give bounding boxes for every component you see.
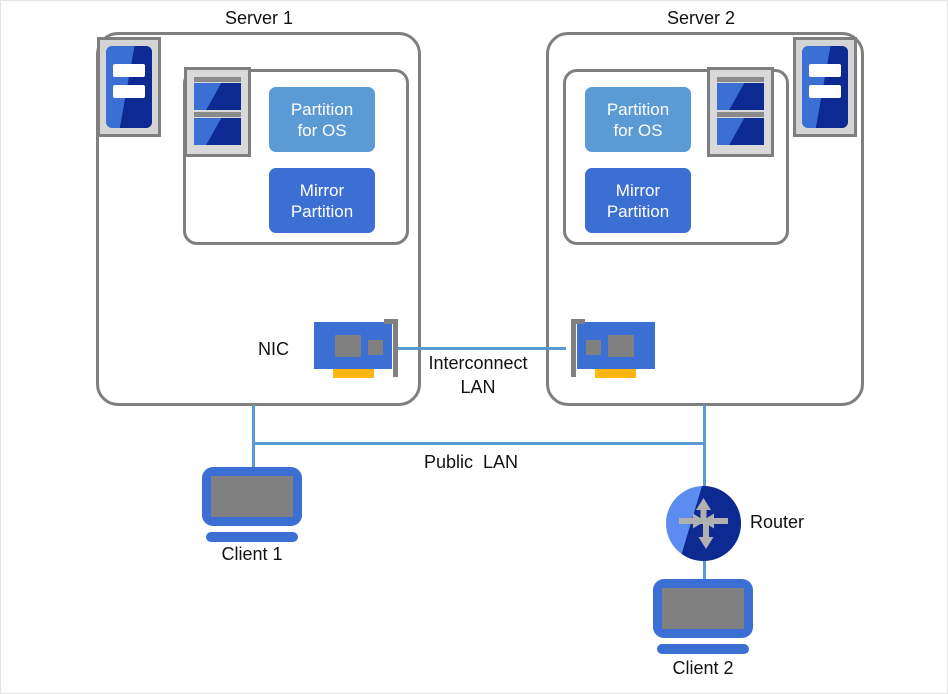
server-1-partition-os[interactable]: Partition for OS xyxy=(269,87,375,152)
partition-os-line2: for OS xyxy=(613,120,663,140)
server-2-partition-mirror[interactable]: Mirror Partition xyxy=(585,168,691,233)
laptop-base xyxy=(206,531,298,543)
disk-platter-2 xyxy=(717,118,764,145)
nic-connector xyxy=(595,369,636,378)
nic-label: NIC xyxy=(258,339,289,359)
server-icon-body xyxy=(802,46,848,128)
partition-mirror-line2: Partition xyxy=(606,201,670,221)
client-1-label: Client 1 xyxy=(221,544,283,564)
laptop-lid xyxy=(202,467,302,527)
nic-chip-small xyxy=(586,340,601,355)
laptop-lid xyxy=(653,579,753,639)
router-to-client-2-link xyxy=(703,549,706,583)
server-icon-bar-top xyxy=(809,64,841,78)
client-2-label: Client 2 xyxy=(672,658,734,678)
router-arrows-icon xyxy=(679,498,728,549)
interconnect-lan-label-line1: Interconnect xyxy=(428,353,528,373)
laptop-base xyxy=(657,643,749,655)
server-tower-icon xyxy=(97,37,161,137)
router-icon[interactable] xyxy=(666,486,741,561)
disk-platter-2-shade xyxy=(729,118,764,145)
disk-rail-1 xyxy=(194,77,241,82)
nic-bracket xyxy=(571,319,576,377)
interconnect-lan-label-line2: LAN xyxy=(460,377,496,397)
nic-card-server-1[interactable] xyxy=(314,319,406,381)
client-2-laptop-icon[interactable] xyxy=(653,579,753,659)
partition-mirror-line1: Mirror xyxy=(299,180,345,200)
nic-chip-small xyxy=(368,340,383,355)
nic-chip-large xyxy=(335,335,361,357)
router-uplink xyxy=(703,442,706,487)
disk-platter-1 xyxy=(194,83,241,110)
server-2-public-lan-drop xyxy=(703,405,706,445)
partition-mirror-line1: Mirror xyxy=(615,180,661,200)
nic-bracket-cap-top xyxy=(571,319,585,324)
nic-bracket xyxy=(393,319,398,377)
disk-rail-1 xyxy=(717,77,764,82)
disk-platter-1-shade xyxy=(206,83,241,110)
public-lan-bus xyxy=(252,442,706,445)
partition-mirror-line2: Partition xyxy=(290,201,354,221)
disk-platter-1-shade xyxy=(729,83,764,110)
router-label: Router xyxy=(750,512,805,532)
server-icon-body xyxy=(106,46,152,128)
client-1-laptop-icon[interactable] xyxy=(202,467,302,547)
nic-connector xyxy=(333,369,374,378)
server-icon-bar-bottom xyxy=(113,85,145,99)
nic-card-server-2[interactable] xyxy=(563,319,655,381)
disk-stack-icon xyxy=(184,67,251,157)
nic-chip-large xyxy=(608,335,634,357)
server-icon-bar-top xyxy=(113,64,145,78)
server-2-partition-os[interactable]: Partition for OS xyxy=(585,87,691,152)
disk-stack-icon xyxy=(707,67,774,157)
laptop-screen xyxy=(662,588,744,630)
server-tower-icon xyxy=(793,37,857,137)
interconnect-lan-link xyxy=(394,347,566,350)
disk-platter-1 xyxy=(717,83,764,110)
disk-platter-2-shade xyxy=(206,118,241,145)
partition-os-line1: Partition xyxy=(290,99,354,119)
nic-bracket-cap-top xyxy=(384,319,398,324)
server-2-title: Server 2 xyxy=(666,8,736,28)
server-1-partition-mirror[interactable]: Mirror Partition xyxy=(269,168,375,233)
client-1-link xyxy=(252,442,255,469)
disk-rail-2 xyxy=(717,112,764,117)
server-1-title: Server 1 xyxy=(224,8,294,28)
public-lan-label: Public LAN xyxy=(423,452,519,472)
laptop-screen xyxy=(211,476,293,518)
partition-os-line2: for OS xyxy=(297,120,347,140)
partition-os-line1: Partition xyxy=(606,99,670,119)
disk-platter-2 xyxy=(194,118,241,145)
disk-rail-2 xyxy=(194,112,241,117)
server-icon-bar-bottom xyxy=(809,85,841,99)
server-1-public-lan-drop xyxy=(252,405,255,445)
